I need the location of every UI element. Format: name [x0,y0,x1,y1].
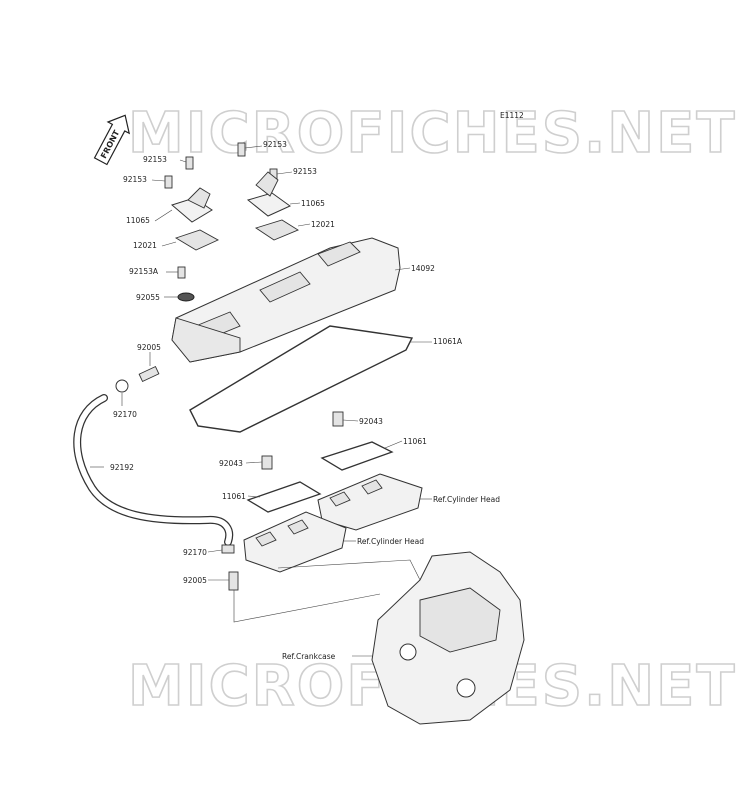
fitting-92005-upper-icon [138,365,160,383]
cylinder-head-cover-icon [171,237,401,363]
label-92005-lower: 92005 [183,576,207,585]
label-92153-top-left: 92153 [143,155,167,164]
cylinder-head-lower-icon [243,511,347,573]
gasket-11061-upper-icon [320,441,394,471]
label-ref-cylinder-head-upper: Ref.Cylinder Head [433,495,500,504]
label-14092: 14092 [411,264,435,273]
label-11061-lower: 11061 [222,492,246,501]
label-ref-crankcase: Ref.Crankcase [282,652,336,661]
label-92153A: 92153A [129,267,159,276]
cylinder-head-upper-icon [317,473,423,531]
clamp-92170-lower-icon [221,544,235,554]
label-11061-upper: 11061 [403,437,427,446]
label-11065-left: 11065 [126,216,150,225]
watermark-top: MICROFICHES.NET [128,101,737,166]
label-11065-right: 11065 [301,199,325,208]
gasket-12021-left-icon [174,229,219,251]
gasket-11061-lower-icon [246,481,322,513]
leader-lines [90,145,432,657]
label-ref-cylinder-head-lower: Ref.Cylinder Head [357,537,424,546]
gasket-12021-right-icon [254,219,299,241]
label-92043-upper: 92043 [359,417,383,426]
label-92005-upper: 92005 [137,343,161,352]
label-11061A: 11061A [433,337,463,346]
label-12021-left: 12021 [133,241,157,250]
washer-92055-icon [177,292,195,302]
label-92153-left: 92153 [123,175,147,184]
clamp-92170-upper-icon [115,379,129,393]
label-92055: 92055 [136,293,160,302]
breather-cover-right-icon [246,171,291,217]
fitting-92005-lower-icon [228,571,239,591]
label-12021-right: 12021 [311,220,335,229]
label-92153-right: 92153 [293,167,317,176]
diagram-code: E1112 [500,111,524,120]
bolt-92153A-icon [177,266,186,279]
label-92043-lower: 92043 [219,459,243,468]
label-92170-lower: 92170 [183,548,207,557]
cover-gasket-11061A-icon [189,325,414,433]
label-92170-upper: 92170 [113,410,137,419]
dowel-92043-upper-icon [332,411,344,427]
label-92153-top-right: 92153 [263,140,287,149]
dowel-92043-lower-icon [261,455,273,470]
breather-cover-left-icon [170,187,213,223]
label-92192: 92192 [110,463,134,472]
